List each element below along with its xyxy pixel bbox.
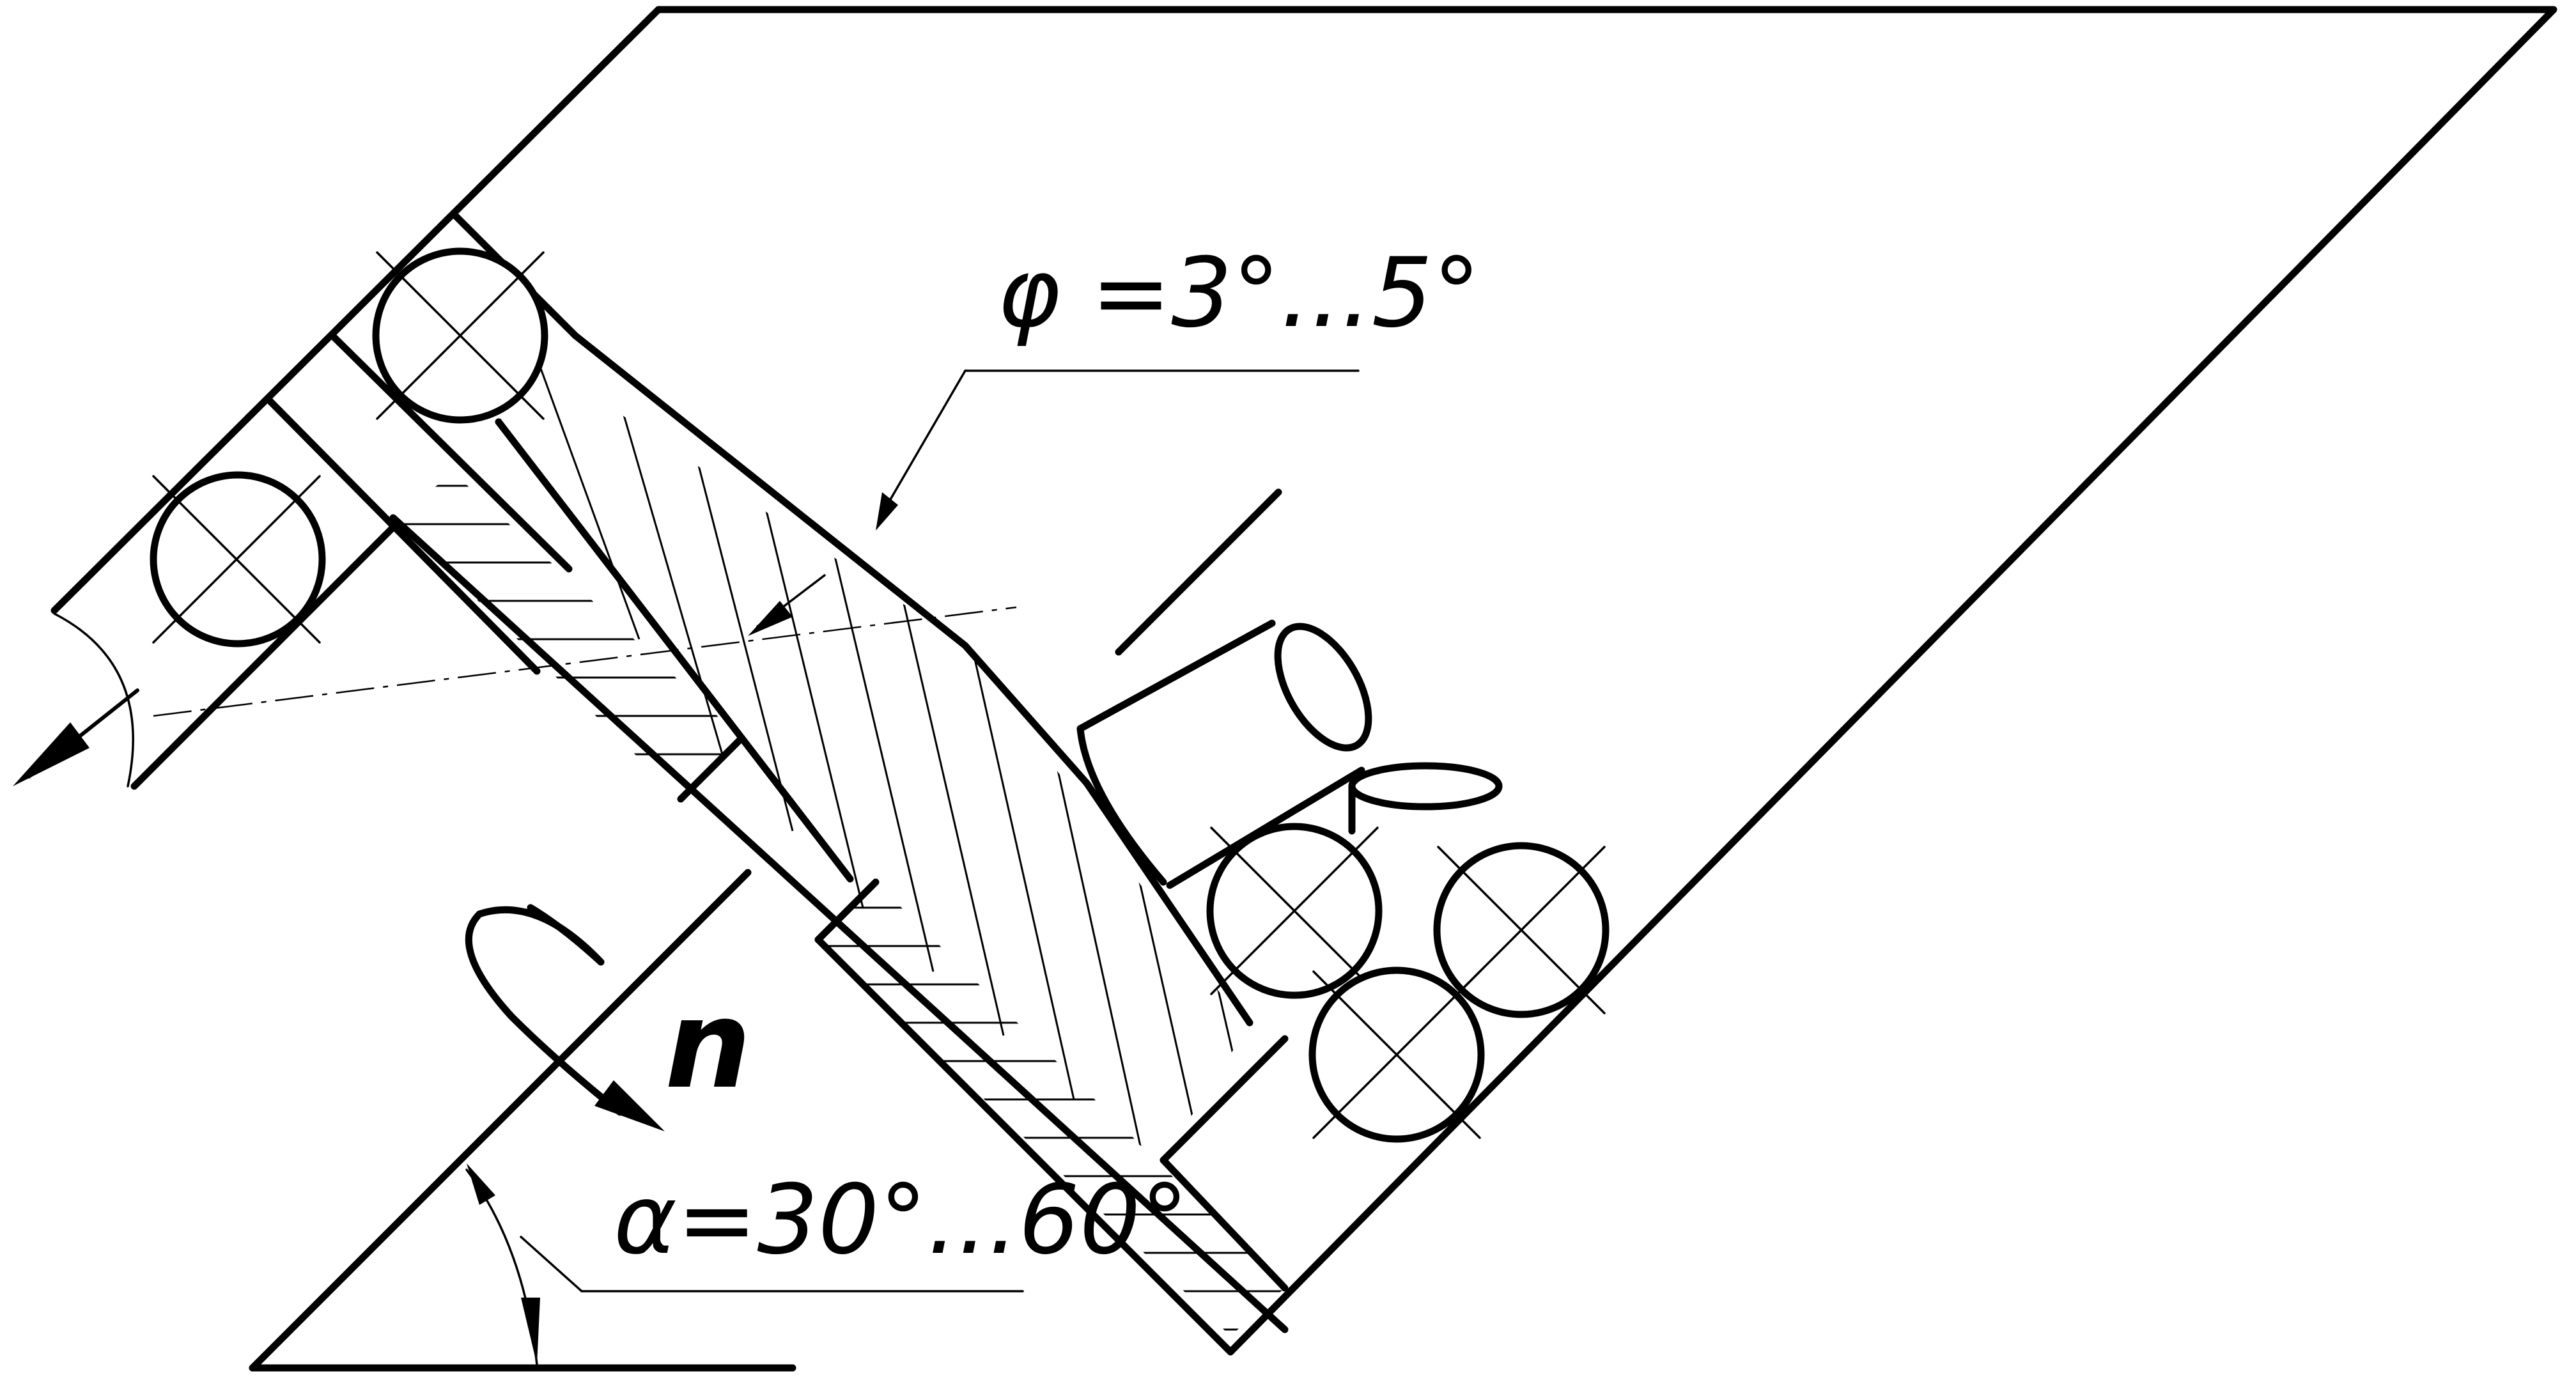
ball — [150, 471, 326, 648]
ball — [1308, 966, 1485, 1143]
center-axis — [153, 606, 1017, 717]
alpha-dimension — [465, 1163, 1024, 1366]
phi-label: φ =3°...5° — [997, 238, 1480, 349]
hopper-outline — [50, 6, 2557, 1372]
ball — [1206, 823, 1383, 999]
balls — [150, 247, 1610, 1143]
phi-dimension — [748, 369, 1360, 636]
discharge-arrow — [13, 612, 139, 788]
alpha-label: α=30°...60° — [614, 1165, 1188, 1276]
rotation-arrow — [465, 904, 665, 1131]
rotating-disk — [130, 210, 1503, 1333]
rotation-label: n — [665, 974, 751, 1115]
ball — [372, 247, 548, 424]
